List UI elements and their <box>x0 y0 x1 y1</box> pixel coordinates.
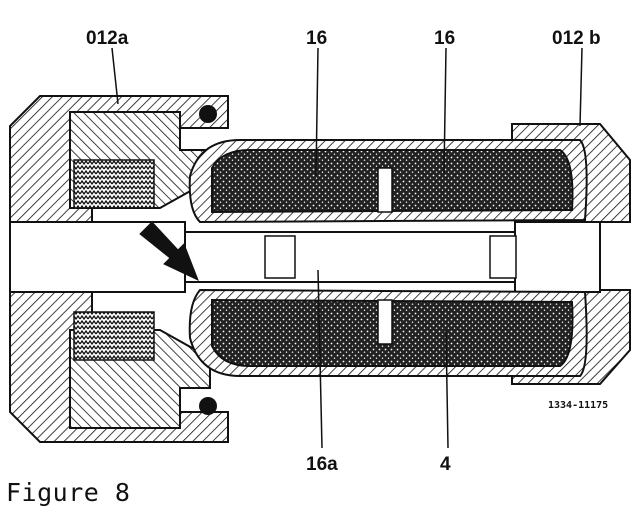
seal-ball-lower <box>199 397 217 415</box>
flow-arrow <box>139 221 199 281</box>
lower-sleeve-divider <box>377 299 393 345</box>
leader-16-right <box>443 47 447 175</box>
leader-4 <box>445 329 449 449</box>
leader-16a <box>317 269 323 449</box>
leader-012a <box>111 47 119 105</box>
figure-caption: Figure 8 <box>6 478 131 507</box>
left-bore-step <box>264 235 296 279</box>
center-bore <box>184 231 516 283</box>
label-012b: 012 b <box>552 28 601 49</box>
leader-16-left <box>315 47 319 177</box>
label-16-left: 16 <box>306 28 327 49</box>
label-4: 4 <box>440 454 451 475</box>
right-bore-step <box>489 235 517 279</box>
right-bore <box>514 221 601 293</box>
label-012a: 012a <box>86 28 129 49</box>
seal-ball-upper <box>199 105 217 123</box>
left-spring-upper <box>73 159 155 209</box>
label-16a: 16a <box>306 454 338 475</box>
leader-012b <box>579 47 583 127</box>
upper-sleeve-divider <box>377 167 393 213</box>
drawing-code: 1334-11175 <box>548 400 608 411</box>
label-16-right: 16 <box>434 28 455 49</box>
left-spring-lower <box>73 311 155 361</box>
